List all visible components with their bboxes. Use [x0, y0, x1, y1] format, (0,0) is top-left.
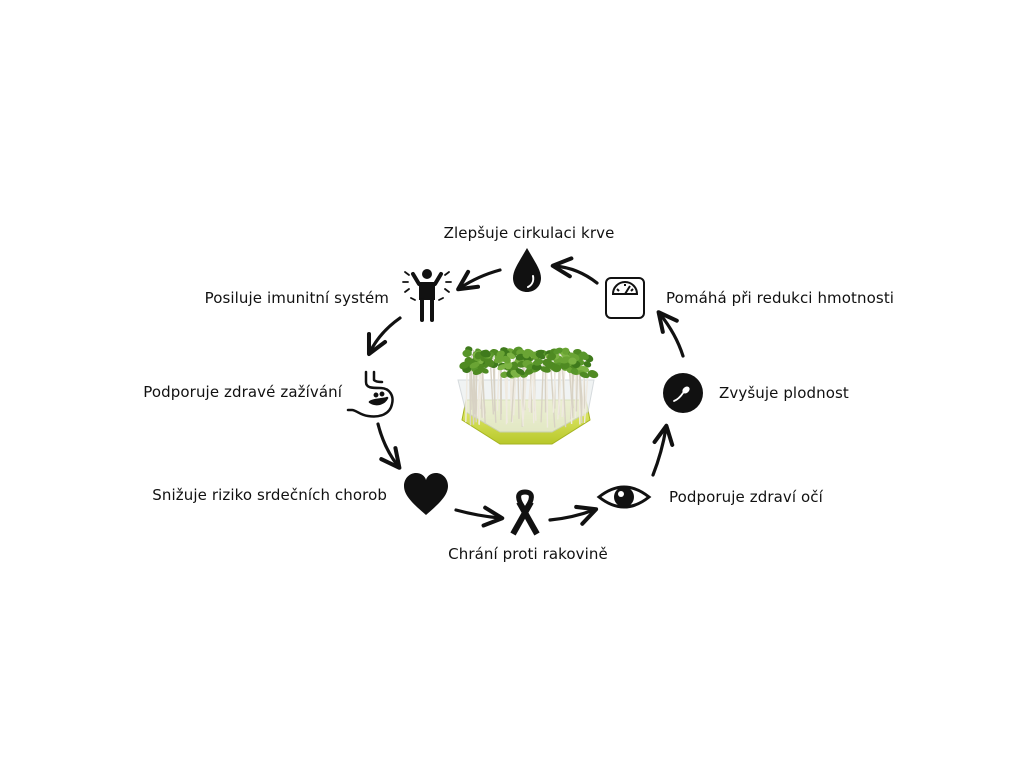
sperm-egg-icon: [663, 373, 703, 413]
stomach-icon: [348, 372, 393, 417]
label-heart-disease: Snižuje riziko srdečních chorob: [152, 486, 387, 504]
blood-drop-icon: [513, 248, 541, 292]
arrow-cancer-to-eyes: [550, 510, 594, 520]
label-immunity: Posiluje imunitní systém: [205, 289, 389, 307]
label-weight-reduction: Pomáhá při redukci hmotnosti: [666, 289, 894, 307]
microgreens-tray-image: [458, 346, 599, 444]
label-digestion: Podporuje zdravé zažívání: [143, 383, 342, 401]
heart-icon: [404, 473, 448, 515]
strong-person-icon: [403, 269, 451, 320]
arrow-fertility-to-weight: [660, 314, 683, 356]
arrow-blood-to-immunity: [460, 270, 500, 288]
arrow-immunity-to-digestion: [370, 318, 400, 352]
arrow-heart-to-cancer: [456, 510, 500, 518]
awareness-ribbon-icon: [513, 492, 537, 534]
arrow-eyes-to-fertility: [653, 428, 666, 475]
label-blood-circulation: Zlepšuje cirkulaci krve: [444, 224, 615, 242]
label-eye-health: Podporuje zdraví očí: [669, 488, 823, 506]
arrow-weight-to-blood: [555, 266, 597, 283]
label-fertility: Zvyšuje plodnost: [719, 384, 849, 402]
eye-icon: [599, 487, 649, 507]
weight-scale-icon: [606, 278, 644, 318]
label-cancer-protection: Chrání proti rakovině: [448, 545, 608, 563]
arrow-digestion-to-heart: [378, 424, 398, 466]
